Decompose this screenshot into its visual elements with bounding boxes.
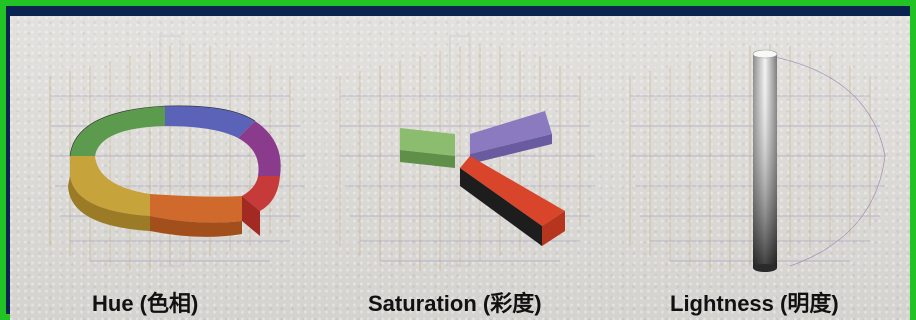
saturation-figure (339, 35, 595, 271)
lightness-figure (629, 44, 886, 272)
saturation-bars (400, 111, 565, 246)
saturation-label: Saturation (彩度) (368, 291, 542, 316)
lightness-label: Lightness (明度) (670, 291, 839, 316)
lightness-column (752, 49, 778, 272)
diagram-panel: Hue (色相) Saturation (彩度) Lightness (明度) (10, 16, 910, 320)
hue-figure (49, 35, 305, 271)
hue-label: Hue (色相) (92, 291, 199, 316)
hue-ring (68, 105, 281, 237)
